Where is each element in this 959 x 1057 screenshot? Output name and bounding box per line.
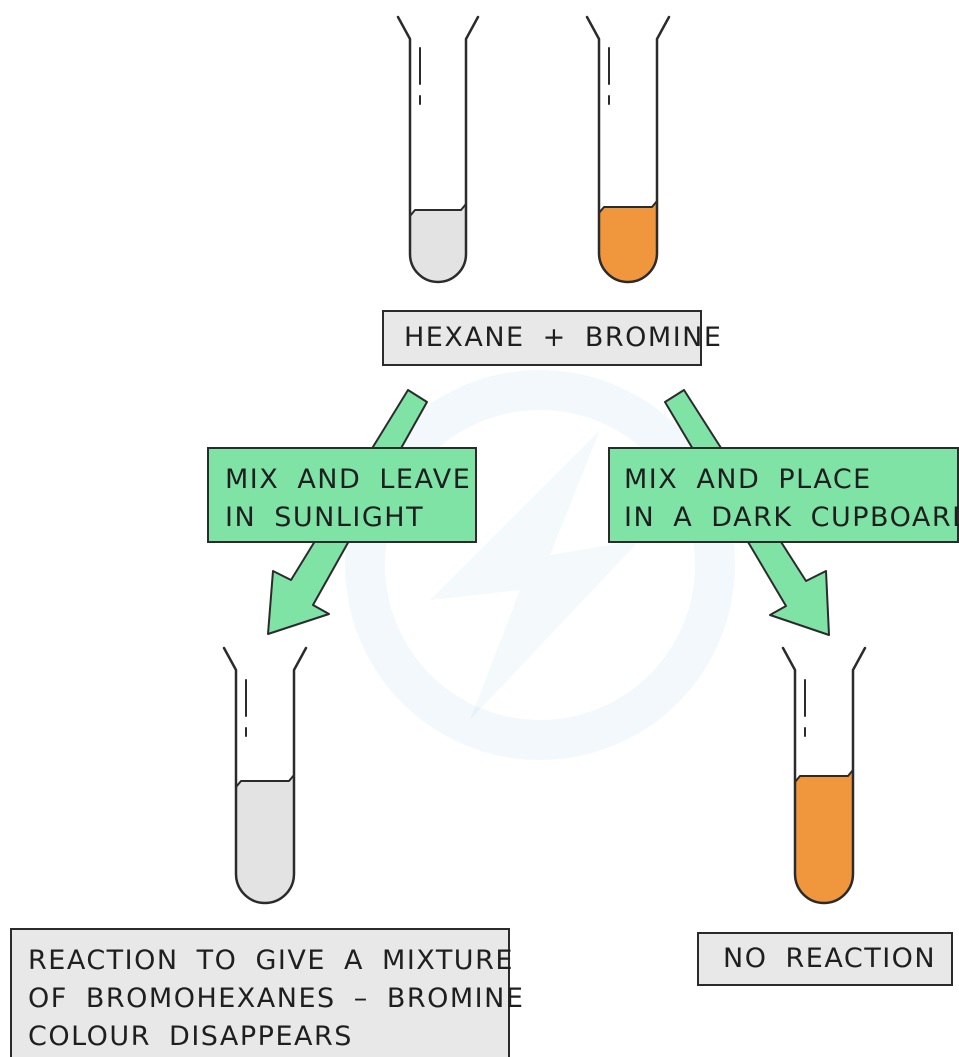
tube-hexane-liquid <box>410 204 466 282</box>
hexane-bromine-text: HEXANE + BROMINE <box>404 322 723 353</box>
sunlight-result-line-1: REACTION TO GIVE A MIXTURE <box>28 945 514 976</box>
sunlight-result-line-3: COLOUR DISAPPEARS <box>28 1020 353 1052</box>
tube-dark-glass <box>781 646 867 905</box>
tube-hexane-meniscus <box>409 203 467 217</box>
tube-bromine-liquid <box>599 201 657 282</box>
sunlight-result-line-2: OF BROMOHEXANES – BROMINE <box>28 982 525 1014</box>
tube-bromine-glass <box>585 15 671 284</box>
tube-dark-liquid <box>795 770 853 903</box>
tube-sunlight-meniscus <box>235 774 295 788</box>
bromine-test-tube <box>585 15 671 284</box>
hexane-test-tube <box>396 15 480 284</box>
sunlight-condition-label: MIX AND LEAVE IN SUNLIGHT <box>207 447 477 543</box>
tube-hexane-glass <box>396 15 480 284</box>
dark-condition-line-1: MIX AND PLACE <box>624 464 872 495</box>
tube-dark-meniscus <box>794 769 854 783</box>
tube-bromine-meniscus <box>598 200 658 214</box>
dark-condition-line-2: IN A DARK CUPBOARD <box>624 501 959 533</box>
hexane-bromine-label: HEXANE + BROMINE <box>382 310 723 366</box>
tube-sunlight-glass <box>222 646 308 905</box>
sunlight-condition-line-1: MIX AND LEAVE <box>225 464 472 495</box>
watermark-bolt <box>430 430 640 720</box>
watermark <box>345 370 735 760</box>
tube-sunlight-liquid <box>236 775 294 903</box>
dark-result-test-tube <box>781 646 867 905</box>
no-reaction-text: NO REACTION <box>723 943 937 974</box>
sunlight-result-label: REACTION TO GIVE A MIXTURE OF BROMOHEXAN… <box>10 928 525 1057</box>
dark-cupboard-condition-label: MIX AND PLACE IN A DARK CUPBOARD <box>608 447 959 543</box>
sunlight-condition-line-2: IN SUNLIGHT <box>225 501 425 533</box>
sunlight-result-test-tube <box>222 646 308 905</box>
no-reaction-label: NO REACTION <box>697 932 953 986</box>
